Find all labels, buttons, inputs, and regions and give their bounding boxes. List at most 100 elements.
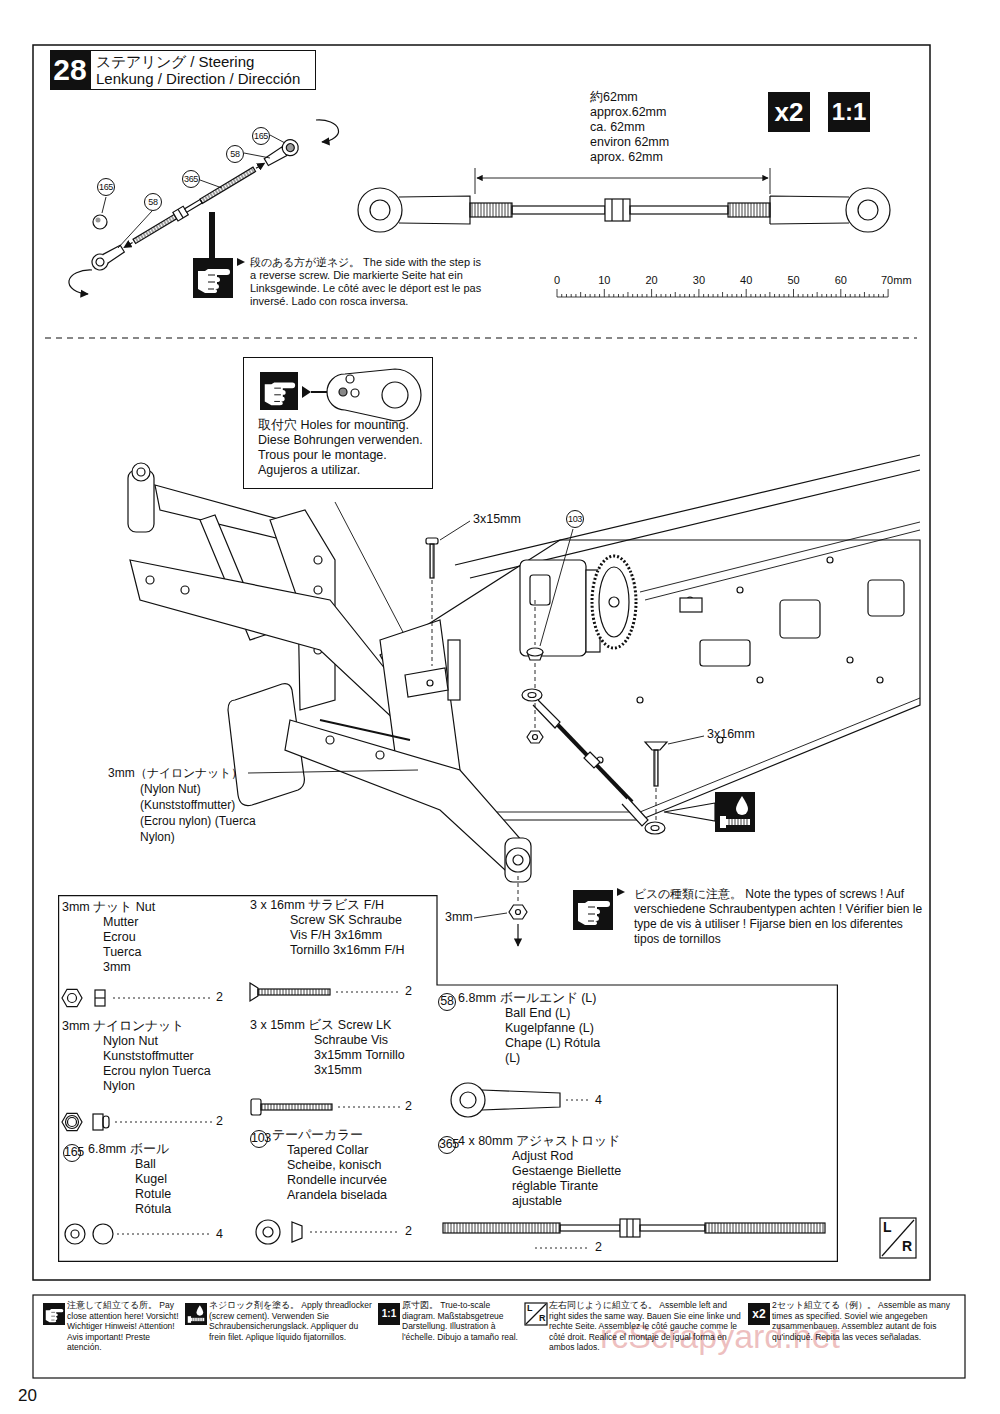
quantity: 2: [405, 1099, 412, 1114]
tapered-collar-part: [527, 648, 543, 656]
part-icon-part: [460, 1092, 476, 1108]
threadlock-marker-part: [715, 792, 755, 832]
callout-number: 165: [63, 1144, 81, 1162]
nylon-nut: [527, 703, 543, 743]
dimension-line-part: [477, 178, 768, 179]
exploded-rod: [89, 137, 301, 273]
ruler-tick: [807, 294, 808, 297]
screw-3x15-part: [426, 538, 438, 544]
part-icon-part: [292, 1222, 302, 1242]
ruler-tick: [765, 294, 766, 297]
steering-rod-part: [622, 798, 648, 826]
ruler-tick: [627, 292, 628, 297]
mounting-hole-detail-part: [339, 388, 347, 396]
steering-rod: [522, 689, 665, 834]
leader-line-part: [440, 521, 470, 540]
front-suspension-part: [132, 463, 150, 481]
ruler-tick: [864, 292, 865, 297]
legend-text: ネジロック剤を塗る。 Apply threadlocker (screw cem…: [209, 1300, 374, 1342]
part-icon-part: [103, 1116, 109, 1128]
callout-number: 58: [144, 193, 162, 211]
exploded-rod-part: [124, 242, 133, 247]
ruler-tick: [831, 294, 832, 297]
part-name: 6.8mm ボールエンド (L) Ball End (L) Kugelpfann…: [458, 991, 603, 1066]
leader-line-part: [200, 180, 222, 188]
exploded-rod-part: [178, 209, 183, 218]
screw-3x15-part: [432, 580, 433, 666]
part-icon-part: [620, 1219, 640, 1237]
ruler-tick: [623, 294, 624, 297]
exploded-rod-part: [285, 142, 296, 153]
nut-3mm-part: [509, 905, 527, 919]
ruler-tick: [684, 294, 685, 297]
part-icon: [62, 983, 825, 1244]
screw-3x16-part: [656, 788, 657, 820]
part-icon-part: [62, 989, 82, 1006]
legend-frame-part: [33, 1295, 965, 1378]
part-icon-part: [68, 1118, 77, 1127]
legend-text: 2セット組立てる（例）。 Assemble as many times as s…: [772, 1300, 957, 1342]
callout-number: 103: [250, 1130, 268, 1148]
front-suspension-part: [146, 576, 154, 584]
scale-rod-part: [358, 188, 402, 232]
node-text: x2: [775, 99, 804, 125]
leader-line-part: [102, 197, 106, 213]
quantity: 2: [405, 1224, 412, 1239]
callout-number: 365: [182, 170, 200, 188]
ruler-tick: [840, 289, 841, 297]
note-marker: [573, 888, 625, 930]
step-frame-part: [33, 45, 930, 1280]
ruler-tick: [566, 294, 567, 297]
scale-number: 0: [545, 274, 569, 287]
callout-box: 取付穴 Holes for mounting. Diese Bohrungen …: [243, 357, 433, 489]
dotted-leader-part: [113, 998, 212, 999]
ruler-tick: [618, 294, 619, 297]
leader-line-part: [248, 770, 418, 773]
legend-entry: 原寸図。 True-to-scale diagram. Maßstabsgetr…: [402, 1300, 522, 1342]
mounting-hole-detail-part: [382, 382, 408, 408]
ruler-tick: [580, 292, 581, 297]
chassis-plate-part: [868, 580, 904, 616]
part-icon-part: [640, 1225, 705, 1231]
ruler-tick: [675, 292, 676, 297]
ruler-tick: [878, 294, 879, 297]
leader-line-part: [540, 529, 573, 646]
scale-badge: 1:1: [828, 92, 870, 132]
scale-rod-part: [630, 206, 728, 214]
legend-text: 原寸図。 True-to-scale diagram. Maßstabsgetr…: [402, 1300, 522, 1342]
nut-3mm-part: [517, 924, 518, 946]
ruler-tick: [850, 294, 851, 297]
front-suspension-part: [326, 736, 334, 744]
legend-icon-part: [43, 1303, 65, 1325]
exploded-rod-part: [95, 257, 106, 268]
part-icon-part: [71, 1230, 79, 1238]
node-text: 1:1: [832, 100, 867, 124]
part-icon-part: [93, 1114, 103, 1130]
ruler-tick: [798, 294, 799, 297]
leader-line-part: [270, 135, 285, 143]
steering-rod-part: [558, 725, 632, 802]
ball-part-part: [93, 215, 107, 229]
quantity: 2: [216, 1114, 223, 1129]
front-suspension-part: [506, 848, 530, 872]
ruler-scale: [557, 289, 888, 297]
callout-number: 58: [438, 993, 456, 1011]
ruler-tick: [590, 294, 591, 297]
tapered-collar-part: [535, 663, 536, 688]
ruler-tick: [642, 294, 643, 297]
ruler-tick: [812, 294, 813, 297]
nut-3mm: [509, 876, 527, 946]
mounting-hole-detail-part: [302, 386, 311, 398]
ruler-tick: [793, 289, 794, 297]
ruler-tick: [717, 294, 718, 297]
ruler-tick: [613, 294, 614, 297]
ruler-tick: [698, 289, 699, 297]
part-icon-part: [632, 1219, 633, 1237]
scale-number: 20: [640, 274, 664, 287]
rotation-arrow-part: [316, 120, 338, 142]
steering-rod-part: [645, 822, 665, 834]
screw-3x15-part: [430, 544, 434, 578]
nut-size: 3mm: [445, 910, 473, 925]
chassis-plate-part: [877, 677, 883, 683]
